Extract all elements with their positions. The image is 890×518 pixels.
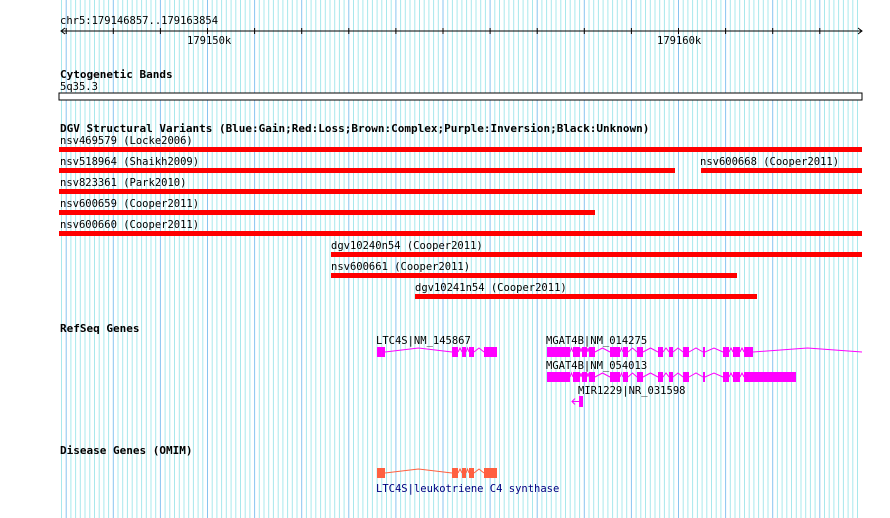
exon <box>452 468 458 478</box>
exon <box>683 372 689 382</box>
gene-ltc4s-omim[interactable] <box>377 467 497 478</box>
exon <box>637 347 643 357</box>
structural-variant[interactable]: nsv600660 (Cooper2011) <box>59 219 862 236</box>
variant-label: nsv600659 (Cooper2011) <box>60 198 199 210</box>
scroll-left-arrow-icon[interactable] <box>60 27 66 35</box>
track-cytogenetic-bands: Cytogenetic Bands 5q35.3 <box>58 68 863 101</box>
structural-variant[interactable]: nsv518964 (Shaikh2009) <box>59 156 675 173</box>
variant-bar[interactable] <box>701 168 862 173</box>
variant-label: nsv469579 (Locke2006) <box>60 135 193 147</box>
variant-label: dgv10240n54 (Cooper2011) <box>331 240 483 252</box>
exon <box>610 372 620 382</box>
tick-label: 179160k <box>657 35 702 47</box>
tick-label: 179150k <box>187 35 232 47</box>
exon <box>573 347 580 357</box>
grid-lines <box>61 0 858 518</box>
exon <box>582 347 587 357</box>
location-label: chr5:179146857..179163854 <box>60 15 218 27</box>
variant-label: nsv600660 (Cooper2011) <box>60 219 199 231</box>
gene-mir1229-nr-031598[interactable] <box>571 396 583 407</box>
exon <box>669 372 673 382</box>
band-label: 5q35.3 <box>60 81 98 93</box>
exon <box>703 347 705 357</box>
variant-bar[interactable] <box>59 231 862 236</box>
exon <box>733 372 740 382</box>
exon <box>623 372 628 382</box>
exon <box>484 468 497 478</box>
intron-line <box>384 467 485 474</box>
variant-label: nsv600668 (Cooper2011) <box>700 156 839 168</box>
exon <box>703 372 705 382</box>
exon <box>573 372 580 382</box>
exon <box>469 468 474 478</box>
exon <box>637 372 643 382</box>
exon <box>733 347 740 357</box>
exon <box>623 347 628 357</box>
exon <box>610 347 620 357</box>
exon <box>469 347 474 357</box>
gene-label: MGAT4B|NM_014275 <box>546 335 647 347</box>
exon <box>589 347 595 357</box>
cytoband-5q35.3[interactable] <box>58 92 863 101</box>
strand-arrow-icon <box>571 398 579 405</box>
gene-ltc4s-nm-145867[interactable] <box>377 346 497 357</box>
exon <box>683 347 689 357</box>
variant-bar[interactable] <box>59 168 675 173</box>
variant-label: nsv518964 (Shaikh2009) <box>60 156 199 168</box>
variant-bar[interactable] <box>59 210 595 215</box>
intron-line <box>569 346 863 353</box>
variant-bar[interactable] <box>59 189 862 194</box>
gene-mgat4b-nm-054013[interactable] <box>547 371 796 382</box>
exon <box>484 347 497 357</box>
gene-label[interactable]: LTC4S|leukotriene C4 synthase <box>376 483 559 495</box>
exon <box>377 347 385 357</box>
exon <box>589 372 595 382</box>
track-refseq-genes: RefSeq Genes LTC4S|NM_145867 MGAT4B|NM_0… <box>60 322 863 407</box>
structural-variant[interactable]: nsv600661 (Cooper2011) <box>331 261 737 278</box>
variant-label: dgv10241n54 (Cooper2011) <box>415 282 567 294</box>
exon <box>658 347 663 357</box>
track-title: RefSeq Genes <box>60 322 139 335</box>
gene-label: MGAT4B|NM_054013 <box>546 360 647 372</box>
variant-bar[interactable] <box>331 252 862 257</box>
variant-label: nsv823361 (Park2010) <box>60 177 186 189</box>
variant-bar[interactable] <box>331 273 737 278</box>
track-title: DGV Structural Variants (Blue:Gain;Red:L… <box>60 122 649 135</box>
gene-label: LTC4S|NM_145867 <box>376 335 471 347</box>
ruler-ticks <box>65 28 821 34</box>
variant-label: nsv600661 (Cooper2011) <box>331 261 470 273</box>
structural-variant[interactable]: dgv10240n54 (Cooper2011) <box>331 240 862 257</box>
intron-line <box>384 346 485 353</box>
gene-label: MIR1229|NR_031598 <box>578 385 685 397</box>
exon <box>452 347 458 357</box>
track-disease-genes-omim: Disease Genes (OMIM) LTC4S|leukotriene C… <box>60 444 559 495</box>
track-dgv-structural-variants: DGV Structural Variants (Blue:Gain;Red:L… <box>59 122 862 299</box>
exon <box>723 347 729 357</box>
gene-mgat4b-nm-014275[interactable] <box>547 346 863 357</box>
exon <box>658 372 663 382</box>
exon <box>547 347 570 357</box>
exon <box>723 372 729 382</box>
structural-variant[interactable]: nsv469579 (Locke2006) <box>59 135 862 152</box>
exon <box>744 372 796 382</box>
structural-variant[interactable]: nsv823361 (Park2010) <box>59 177 862 194</box>
scroll-right-arrow-icon[interactable] <box>857 27 863 35</box>
exon <box>582 372 587 382</box>
exon <box>377 468 385 478</box>
track-title: Disease Genes (OMIM) <box>60 444 192 457</box>
exon <box>579 396 583 407</box>
exon <box>462 347 466 357</box>
variant-bar[interactable] <box>415 294 757 299</box>
structural-variant[interactable]: nsv600659 (Cooper2011) <box>59 198 595 215</box>
track-title: Cytogenetic Bands <box>60 68 173 81</box>
exon <box>669 347 673 357</box>
exon <box>744 347 753 357</box>
exon <box>547 372 570 382</box>
ruler[interactable]: chr5:179146857..179163854 179150k 179160… <box>60 15 863 47</box>
structural-variant[interactable]: nsv600668 (Cooper2011) <box>700 156 862 173</box>
structural-variant[interactable]: dgv10241n54 (Cooper2011) <box>415 282 757 299</box>
intron-line <box>569 371 745 378</box>
exon <box>462 468 466 478</box>
variant-bar[interactable] <box>59 147 862 152</box>
